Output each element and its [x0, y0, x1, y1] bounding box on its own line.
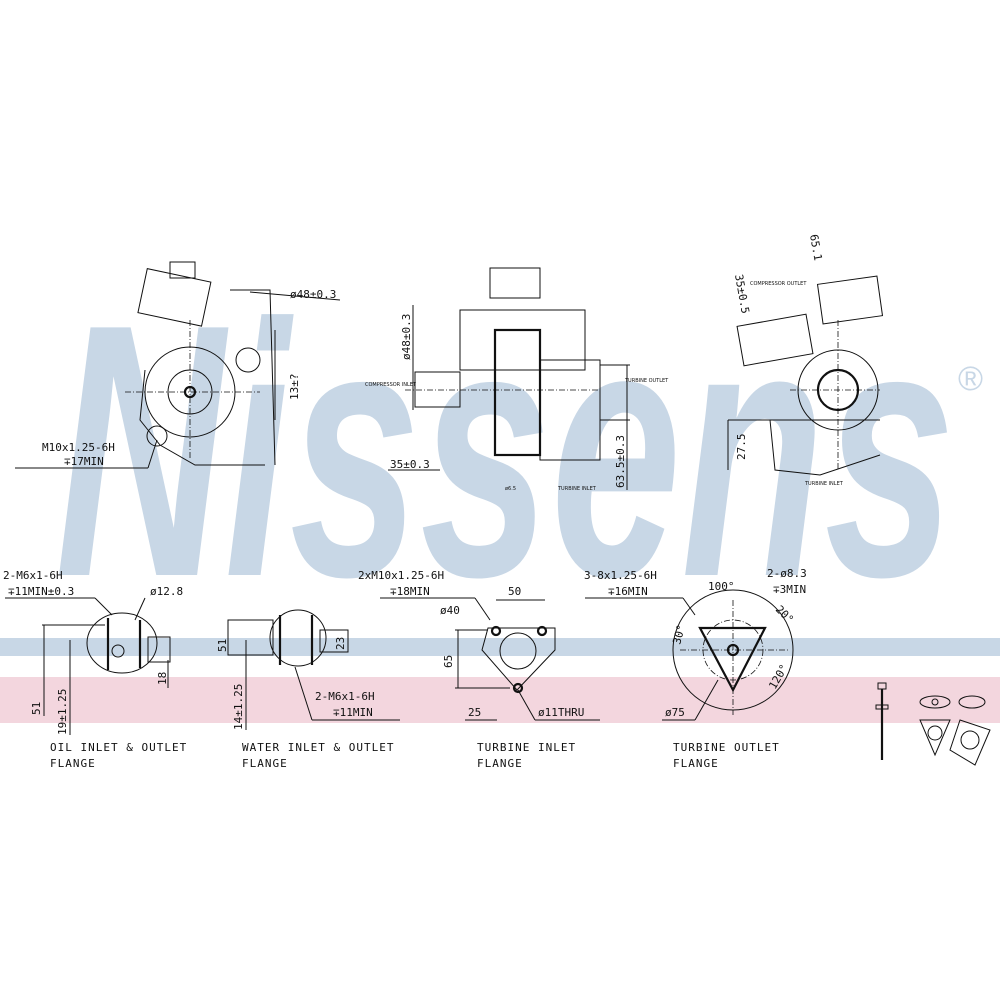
- water-h2-label: 14±1.25: [232, 684, 245, 730]
- gasket-triangle-icon: [919, 719, 991, 766]
- water-depth-label: ∓11MIN: [333, 706, 373, 719]
- left-depth-label: ∓17MIN: [64, 455, 104, 468]
- center-height-label: 63.5±0.3: [614, 435, 627, 488]
- water-caption-2: FLANGE: [242, 757, 288, 770]
- to-thread-label: 3-8x1.25-6H: [584, 569, 657, 582]
- right-note: COMPRESSOR OUTLET: [750, 281, 807, 287]
- bolt-icon: [875, 682, 889, 760]
- to-dia-label: ø75: [665, 706, 685, 719]
- right-bottom-note: TURBINE INLET: [804, 481, 844, 487]
- ti-offset-label: 25: [468, 706, 481, 719]
- compressor-note: COMPRESSOR INLET: [365, 382, 417, 388]
- watermark: Nissens ®: [0, 250, 1000, 723]
- ti-dia-label: ø40: [440, 604, 460, 617]
- center-dia-label: ø48±0.3: [400, 314, 413, 360]
- oil-flange: 2-M6x1-6H ∓11MIN±0.3 ø12.8 51 19±1.25 18…: [3, 569, 187, 770]
- to-depth-label: ∓16MIN: [608, 585, 648, 598]
- right-angle-label: 65.1: [807, 233, 824, 261]
- to-a1-label: 30°: [670, 623, 688, 646]
- ti-caption-2: FLANGE: [477, 757, 523, 770]
- water-flange: 51 23 14±1.25 2-M6x1-6H ∓11MIN WATER INL…: [216, 609, 400, 770]
- oil-w-label: 18: [156, 672, 169, 685]
- left-view: ø48±0.3 13±? M10x1.25-6H ∓17MIN: [15, 261, 341, 469]
- to-caption-2: FLANGE: [673, 757, 719, 770]
- turbine-note: TURBINE OUTLET: [624, 378, 669, 384]
- pink-band: [0, 677, 1000, 723]
- oil-caption-2: FLANGE: [50, 757, 96, 770]
- left-dia-label: ø48±0.3: [290, 288, 336, 301]
- oil-depth-label: ∓11MIN±0.3: [8, 585, 74, 598]
- ti-thread-label: 2xM10x1.25-6H: [358, 569, 444, 582]
- water-thread-label: 2-M6x1-6H: [315, 690, 375, 703]
- oil-h2-label: 19±1.25: [56, 689, 69, 735]
- turbine-inlet-flange: 2xM10x1.25-6H ∓18MIN 50 ø40 65 25 ø11THR…: [358, 569, 600, 770]
- water-w-label: 23: [334, 637, 347, 650]
- center-bottom-b: TURBINE INLET: [557, 486, 597, 492]
- oil-caption-1: OIL INLET & OUTLET: [50, 741, 187, 754]
- right-height-label: 27.5: [735, 434, 748, 461]
- oil-h1-label: 51: [30, 702, 43, 715]
- to-caption-1: TURBINE OUTLET: [673, 741, 780, 754]
- center-bottom-a: ø6.5: [505, 486, 516, 492]
- gasket-small-icon: [919, 695, 986, 709]
- ti-hole-label: ø11THRU: [538, 706, 584, 719]
- registered-mark: ®: [958, 360, 983, 398]
- center-view: ø48±0.3 COMPRESSOR INLET TURBINE OUTLET …: [365, 267, 669, 492]
- ti-h-label: 65: [442, 655, 455, 668]
- left-height-label: 13±?: [288, 374, 301, 401]
- ti-depth-label: ∓18MIN: [390, 585, 430, 598]
- water-h1-label: 51: [216, 639, 229, 652]
- watermark-logo: Nissens: [55, 250, 955, 652]
- to-holes-label: 2-ø8.3: [767, 567, 807, 580]
- oil-thread-label: 2-M6x1-6H: [3, 569, 63, 582]
- left-thread-label: M10x1.25-6H: [42, 441, 115, 454]
- oil-dia-label: ø12.8: [150, 585, 183, 598]
- to-hole-depth-label: ∓3MIN: [773, 583, 806, 596]
- right-view: 65.1 35±0.5 COMPRESSOR OUTLET 27.5 TURBI…: [727, 233, 884, 487]
- ti-caption-1: TURBINE INLET: [477, 741, 576, 754]
- water-caption-1: WATER INLET & OUTLET: [242, 741, 394, 754]
- accessory-parts: [875, 682, 991, 766]
- ti-w-label: 50: [508, 585, 521, 598]
- center-offset-label: 35±0.3: [390, 458, 430, 471]
